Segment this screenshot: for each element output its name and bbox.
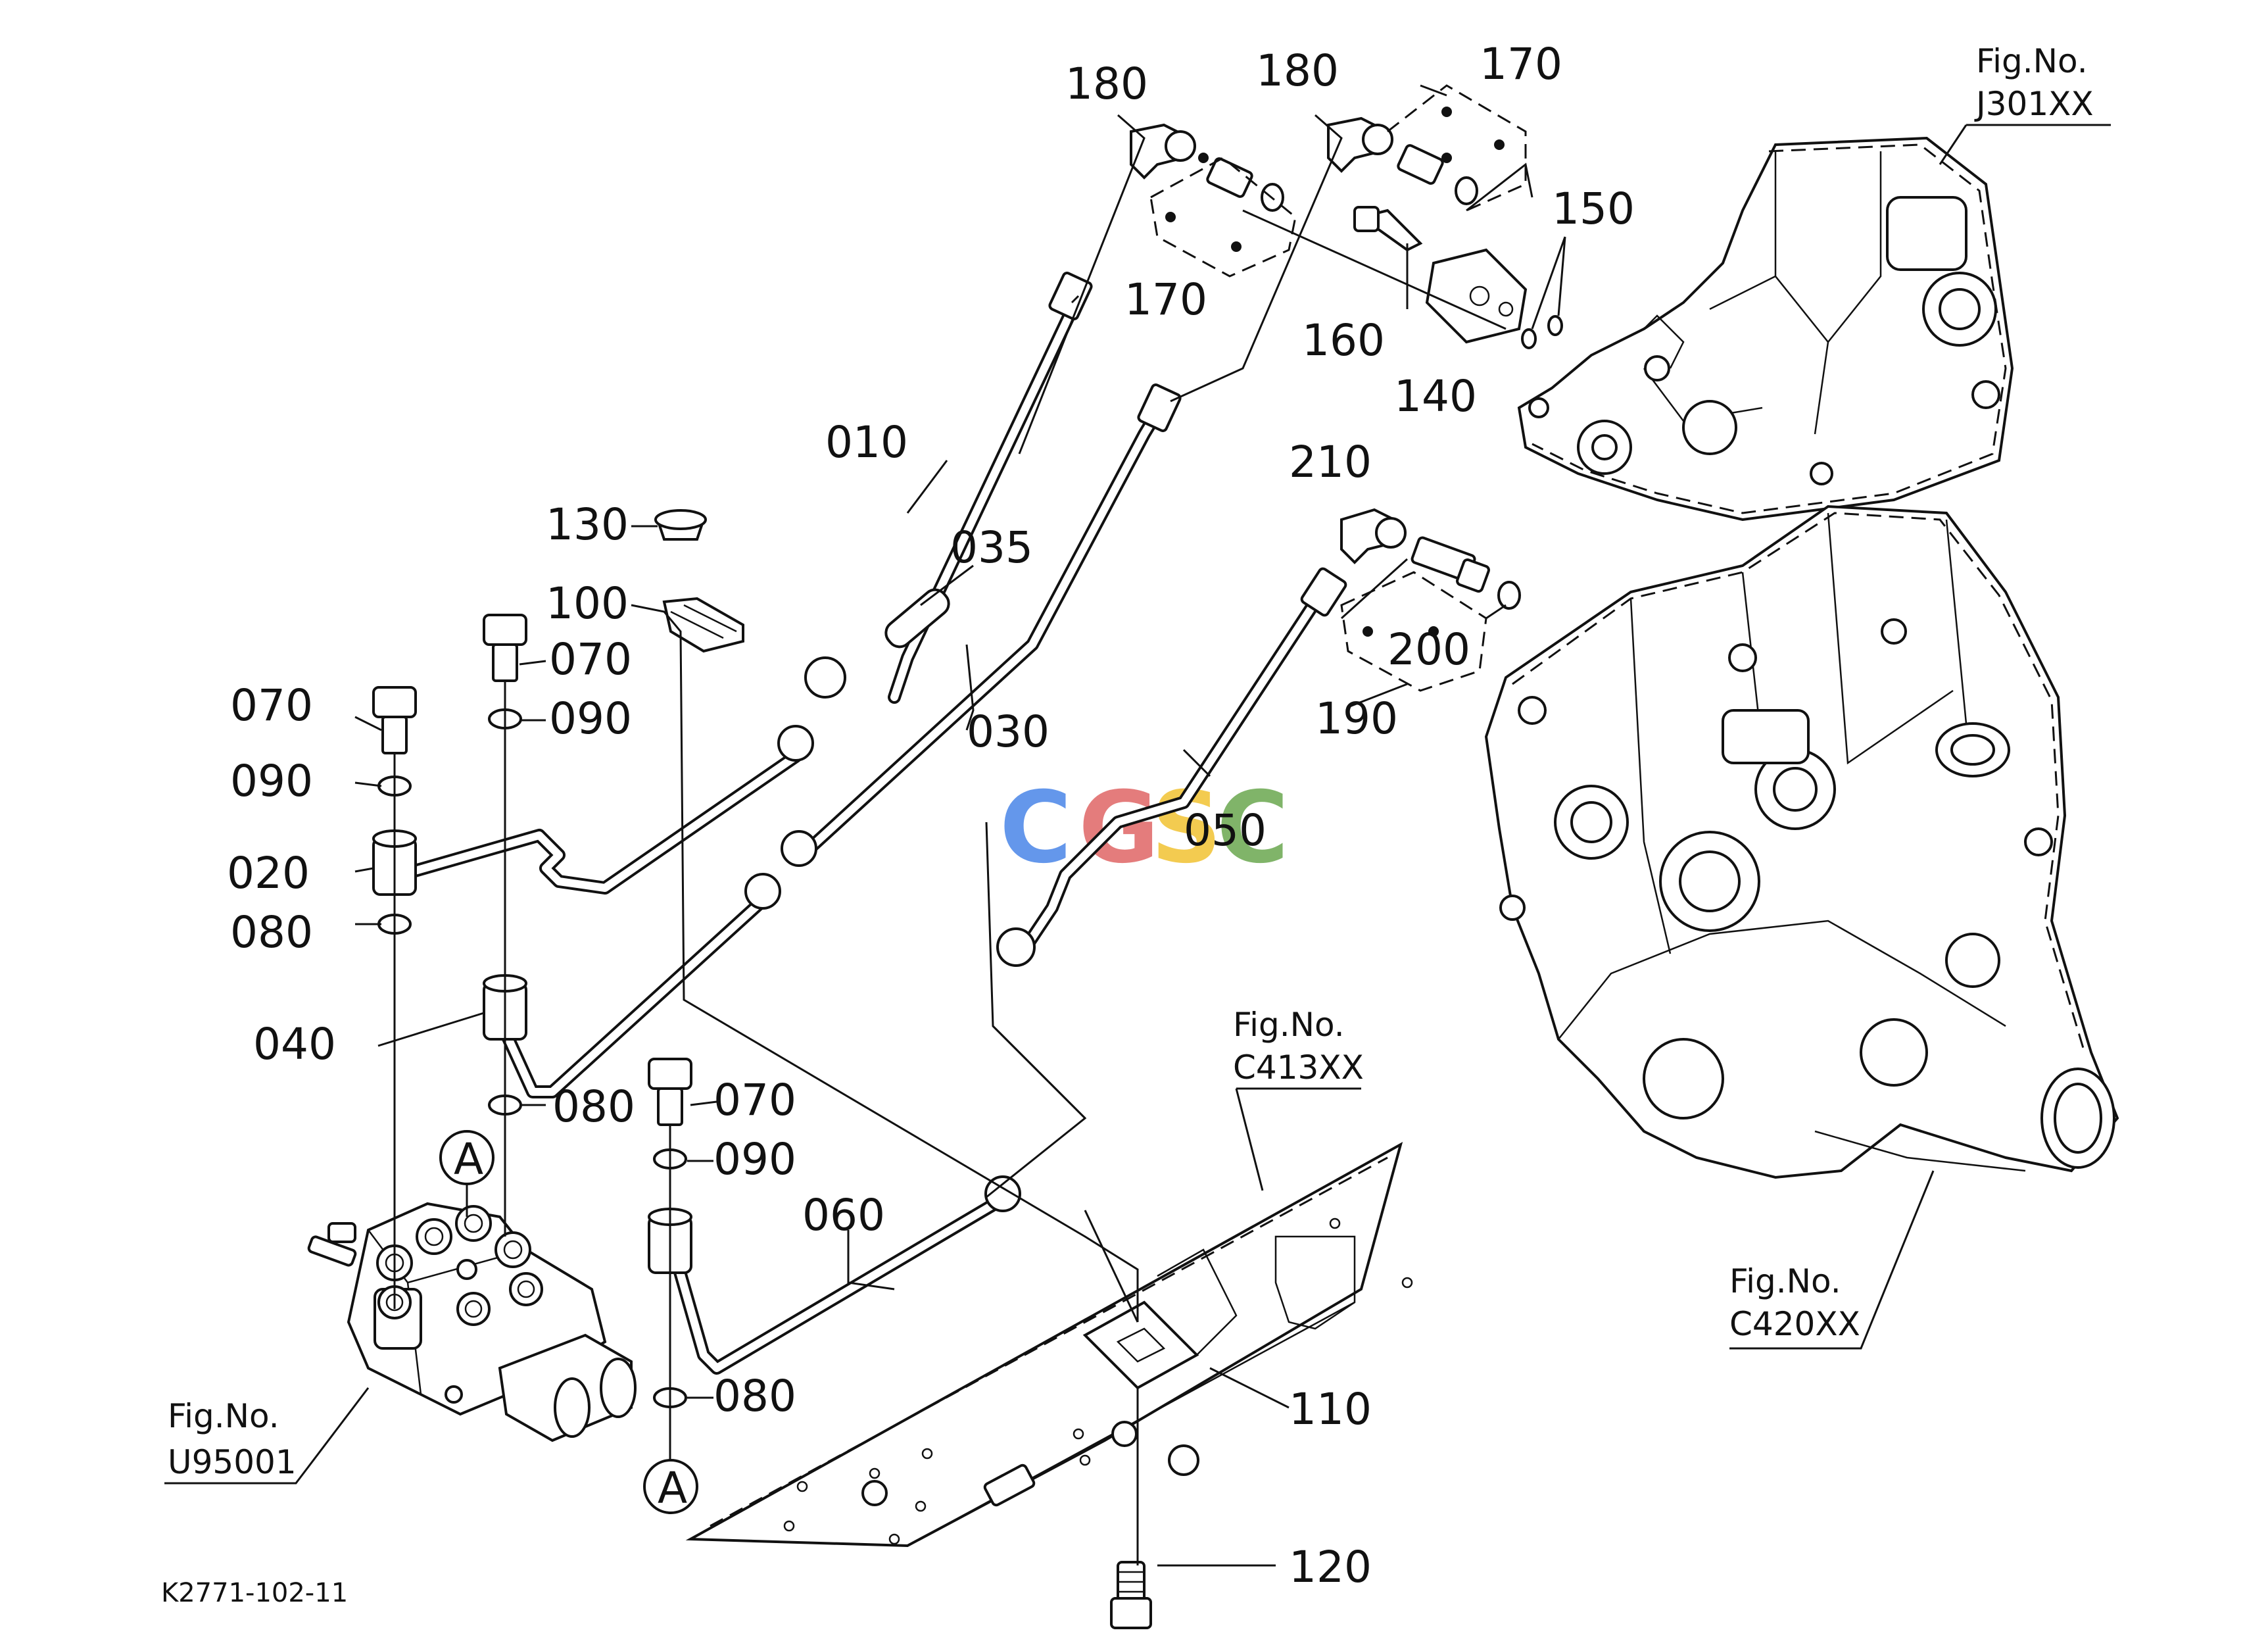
callout-140: 140 bbox=[1394, 371, 1477, 422]
callout-130: 130 bbox=[546, 499, 629, 550]
callout-190: 190 bbox=[1315, 693, 1398, 744]
fig-ref-c420-line1: Fig.No. bbox=[1729, 1262, 1841, 1300]
watermark-letter-4: C bbox=[1217, 771, 1289, 885]
fig-ref-j301-line1: Fig.No. bbox=[1976, 42, 2088, 80]
callout-100: 100 bbox=[546, 578, 629, 629]
callout-170-a: 170 bbox=[1480, 39, 1562, 89]
top-fittings bbox=[1130, 84, 1563, 692]
callout-150: 150 bbox=[1552, 184, 1635, 234]
callout-180-a: 180 bbox=[1065, 59, 1148, 109]
document-code: K2771-102-11 bbox=[161, 1578, 348, 1608]
fig-ref-c420-line2: C420XX bbox=[1729, 1305, 1860, 1343]
fig-ref-c413-line2: C413XX bbox=[1233, 1048, 1364, 1087]
hydraulic-pipes bbox=[395, 272, 1347, 1375]
callout-080-a: 080 bbox=[230, 907, 313, 958]
frame-plate bbox=[685, 1141, 1413, 1548]
fig-ref-j301-line2: J301XX bbox=[1974, 85, 2094, 123]
control-valve bbox=[307, 1202, 637, 1442]
callout-080-c: 080 bbox=[713, 1371, 796, 1421]
fig-ref-u950-line2: U95001 bbox=[168, 1443, 297, 1481]
callout-110: 110 bbox=[1289, 1384, 1372, 1435]
callout-050: 050 bbox=[1184, 805, 1267, 856]
callout-070-b: 070 bbox=[549, 634, 632, 685]
watermark-letter-1: C bbox=[1000, 771, 1072, 885]
callout-170-b: 170 bbox=[1124, 274, 1207, 325]
callout-040: 040 bbox=[253, 1019, 336, 1069]
markers: A A bbox=[439, 1130, 698, 1514]
callout-200: 200 bbox=[1387, 624, 1470, 675]
leader-lines bbox=[164, 84, 2111, 1567]
fig-ref-c413-line1: Fig.No. bbox=[1233, 1006, 1345, 1044]
callout-090-a: 090 bbox=[230, 756, 313, 806]
callout-160: 160 bbox=[1302, 315, 1385, 366]
callout-060: 060 bbox=[802, 1190, 885, 1241]
callout-090-c: 090 bbox=[713, 1134, 796, 1185]
callout-010: 010 bbox=[825, 417, 908, 468]
marker-a-top: A bbox=[454, 1134, 483, 1185]
callout-070-a: 070 bbox=[230, 680, 313, 731]
callout-210: 210 bbox=[1289, 437, 1372, 487]
hydraulic-cylinder-housing bbox=[1517, 136, 2014, 522]
callout-180-b: 180 bbox=[1256, 45, 1339, 96]
plate-and-bolt bbox=[1082, 1300, 1199, 1629]
callout-090-b: 090 bbox=[549, 693, 632, 744]
callout-070-c: 070 bbox=[713, 1075, 796, 1125]
figure-references: Fig.No. J301XX Fig.No. C413XX Fig.No. C4… bbox=[168, 42, 2094, 1481]
callout-120: 120 bbox=[1289, 1542, 1372, 1592]
marker-a-bottom: A bbox=[658, 1463, 687, 1513]
fig-ref-u950-line1: Fig.No. bbox=[168, 1397, 279, 1435]
callout-030: 030 bbox=[967, 706, 1050, 757]
callout-080-b: 080 bbox=[552, 1081, 635, 1132]
callout-020: 020 bbox=[227, 848, 310, 898]
callout-labels: 180 180 170 170 150 160 140 010 035 130 … bbox=[227, 39, 1635, 1592]
transmission-case bbox=[1484, 504, 2119, 1179]
callout-035: 035 bbox=[950, 522, 1033, 573]
